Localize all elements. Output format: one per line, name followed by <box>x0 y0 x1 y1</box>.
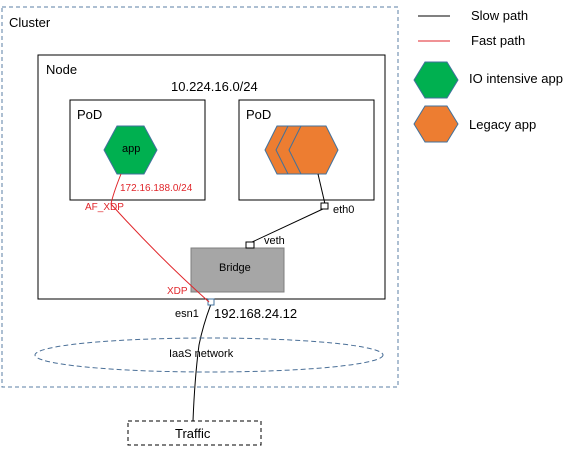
traffic-label: Traffic <box>175 426 211 441</box>
cluster-box <box>1 6 399 388</box>
eth0-label: eth0 <box>333 204 355 216</box>
af-xdp-label: AF_XDP <box>85 202 124 213</box>
veth-port <box>245 241 255 249</box>
legend-fast-path-label: Fast path <box>471 33 526 48</box>
slow-path-app-to-eth0 <box>317 173 326 205</box>
iaas-network-label: IaaS network <box>169 348 234 360</box>
legend-io-app-hexagon <box>413 61 459 99</box>
bridge-label: Bridge <box>219 262 251 274</box>
fast-path-line <box>110 173 210 303</box>
eth0-port <box>320 202 329 210</box>
esn1-port <box>207 298 215 306</box>
host-ip-label: 192.168.24.12 <box>214 306 298 321</box>
esn1-label: esn1 <box>175 308 199 320</box>
legend-io-app-label: IO intensive app <box>469 71 563 86</box>
iaas-network-ellipse <box>34 337 384 373</box>
xdp-label: XDP <box>167 286 188 297</box>
node-cidr-label: 10.224.16.0/24 <box>171 79 258 94</box>
pod-left-label: PoD <box>77 107 103 122</box>
legacy-app-hexagon-front <box>288 125 339 175</box>
io-app-hexagon <box>103 125 158 175</box>
node-label: Node <box>46 62 78 77</box>
app-label: app <box>122 143 141 155</box>
pod-box-right <box>238 99 375 201</box>
bridge-box <box>190 247 285 293</box>
pod-ip-label: 172.16.188.0/24 <box>120 183 193 194</box>
cluster-label: Cluster <box>9 15 51 30</box>
legend-legacy-app-hexagon <box>413 105 459 143</box>
traffic-box <box>127 420 262 446</box>
slow-path-eth0-to-veth <box>249 207 326 244</box>
legend-legacy-app-label: Legacy app <box>469 117 537 132</box>
slow-path-traffic-to-esn1 <box>192 303 212 422</box>
pod-box-left <box>69 99 206 201</box>
legend-slow-path-label: Slow path <box>471 8 529 23</box>
pod-right-label: PoD <box>246 107 272 122</box>
veth-label: veth <box>264 235 285 247</box>
